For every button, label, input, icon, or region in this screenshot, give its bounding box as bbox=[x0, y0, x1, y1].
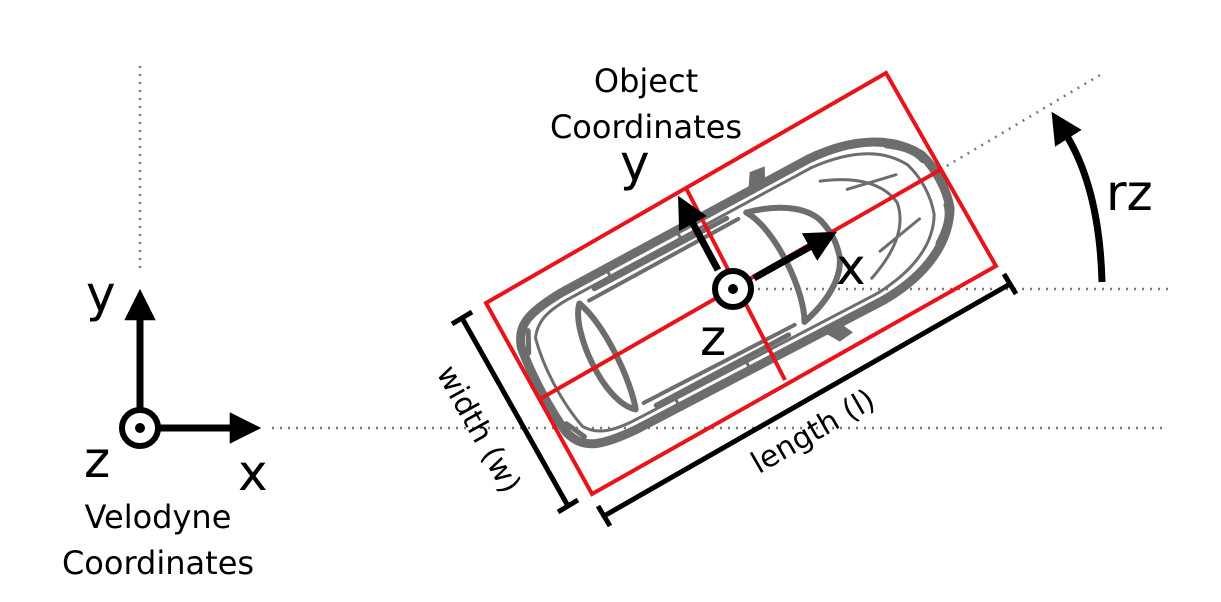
object-axes bbox=[678, 195, 838, 282]
velodyne-y-label: y bbox=[86, 265, 116, 323]
rotation-label: rz bbox=[1106, 164, 1153, 222]
rotation-arc bbox=[1051, 111, 1106, 283]
velodyne-x-label: x bbox=[238, 444, 268, 502]
width-label: width (w) bbox=[429, 360, 528, 500]
object-z-axis-icon bbox=[712, 268, 754, 310]
velodyne-z-axis-icon bbox=[119, 407, 161, 449]
velodyne-caption-line2: Coordinates bbox=[62, 544, 254, 582]
width-dimension bbox=[450, 309, 580, 515]
object-x-label: x bbox=[836, 238, 866, 296]
velodyne-axes bbox=[124, 288, 262, 444]
velodyne-caption-line1: Velodyne bbox=[85, 498, 232, 536]
velodyne-z-label: z bbox=[84, 431, 110, 489]
object-caption-line2: Coordinates bbox=[550, 108, 742, 146]
object-caption-line1: Object bbox=[594, 62, 698, 100]
length-dimension bbox=[595, 272, 1019, 528]
car-top-view-icon bbox=[516, 137, 955, 449]
bounding-box-outline bbox=[483, 70, 999, 497]
guide-lines bbox=[138, 66, 1168, 430]
object-y-label: y bbox=[620, 134, 650, 192]
object-x-arrow bbox=[752, 231, 838, 282]
object-z-label: z bbox=[700, 309, 726, 367]
object-y-arrow bbox=[678, 195, 722, 272]
